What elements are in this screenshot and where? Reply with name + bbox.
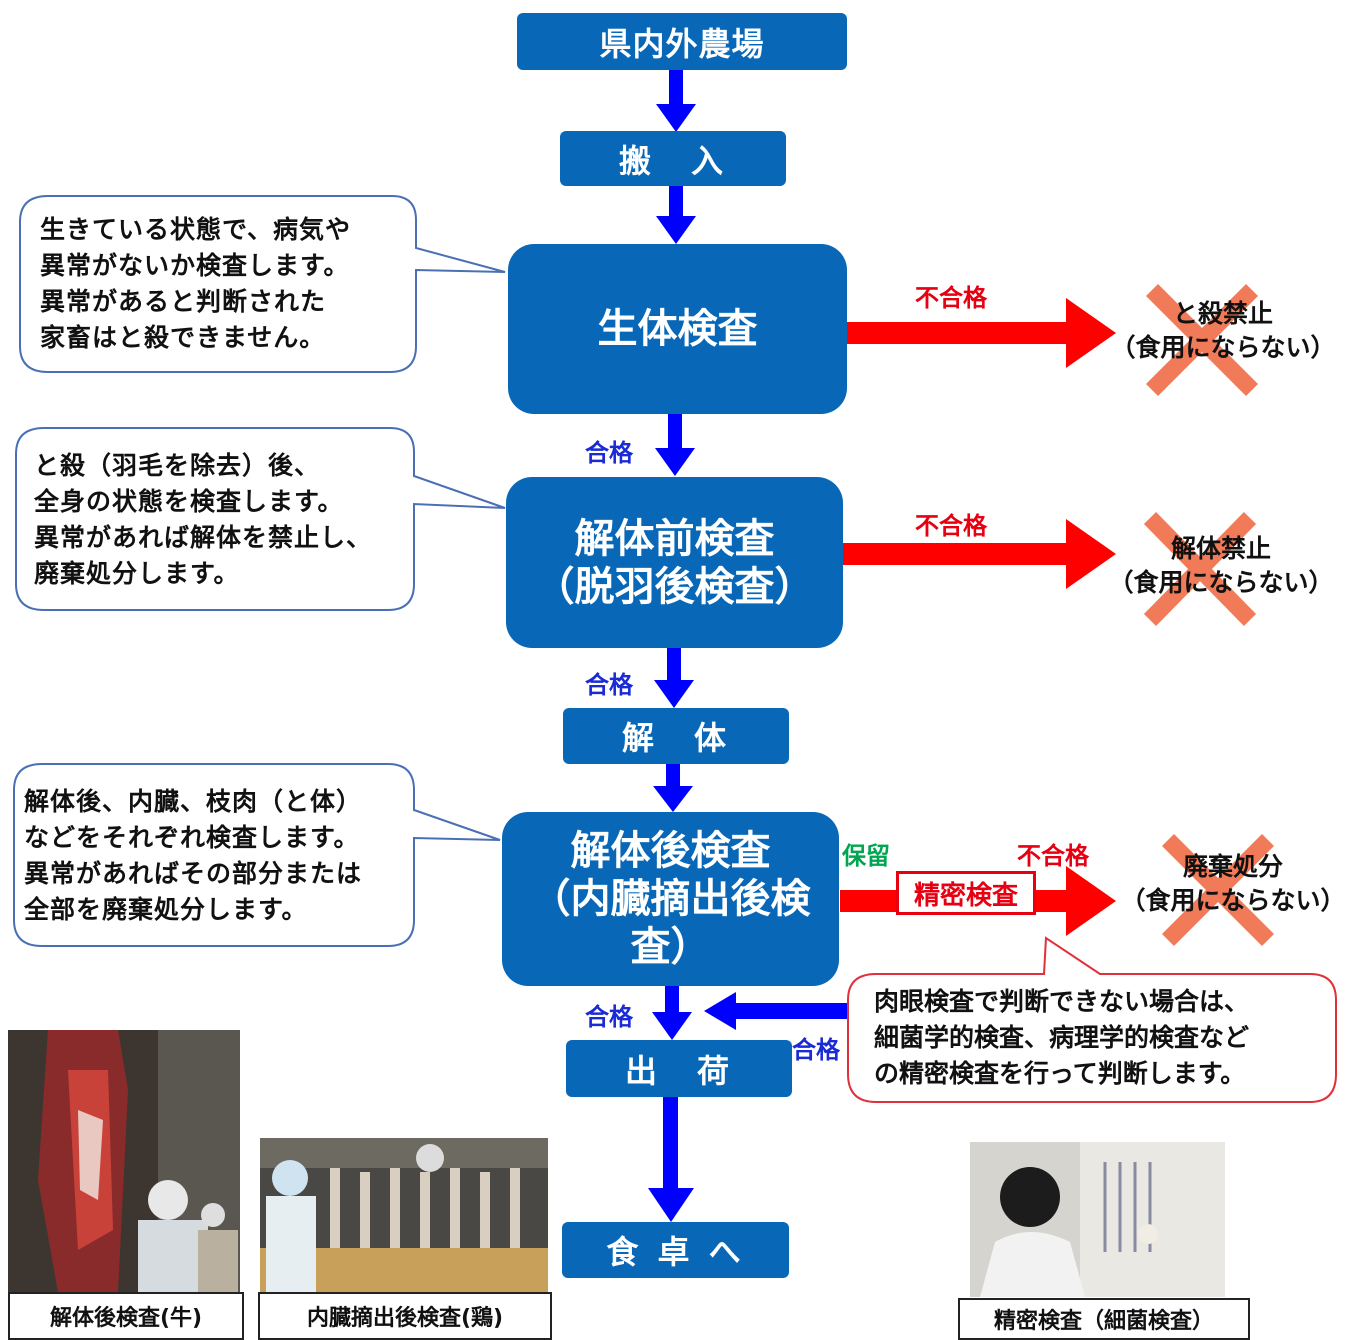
- photo-cattle-caption: 解体後検査(牛): [8, 1292, 244, 1340]
- bubble-2-shape: [15, 427, 506, 611]
- bubble-1-text: 生きている状態で、病気や 異常がないか検査します。 異常があると判断された 家畜…: [40, 215, 352, 352]
- x-mark-1: [1145, 283, 1259, 397]
- post-dressing-line2: （内臓摘出後検査）: [530, 876, 811, 970]
- result-3: 廃棄処分 （食用にならない）: [1108, 850, 1358, 918]
- return-arrow: [704, 992, 848, 1030]
- pre-dressing-line2: （脱羽後検査）: [534, 563, 815, 610]
- bubble-2-text: と殺（羽毛を除去）後、 全身の状態を検査します。 異常があれば解体を禁止し、 廃…: [34, 451, 373, 588]
- live-inspection-label: 生体検査: [597, 306, 758, 352]
- result-2: 解体禁止 （食用にならない）: [1096, 532, 1346, 600]
- result-3-line1: 廃棄処分: [1182, 852, 1283, 881]
- down-arrow-4: [654, 648, 694, 708]
- pass-label-2: 合格: [585, 671, 633, 699]
- dressing-box: 解 体: [563, 708, 789, 764]
- shipment-label: 出 荷: [624, 1051, 733, 1090]
- detailed-inspection-label: 精密検査: [913, 880, 1018, 911]
- transport-in-box: 搬 入: [560, 131, 786, 186]
- bubble-4-text: 肉眼検査で判断できない場合は、 細菌学的検査、病理学的検査など の精密検査を行っ…: [874, 987, 1250, 1088]
- photo-lab: [970, 1142, 1225, 1297]
- fail-label-3: 不合格: [1017, 842, 1089, 870]
- live-inspection-box: 生体検査: [508, 244, 847, 414]
- x-mark-2: [1143, 512, 1257, 626]
- down-arrow-6: [652, 986, 692, 1040]
- result-2-line2: （食用にならない）: [1108, 568, 1334, 597]
- down-arrow-7: [648, 1097, 694, 1222]
- down-arrow-1: [656, 70, 696, 132]
- fail-label-2: 不合格: [915, 512, 987, 540]
- down-arrow-2: [656, 186, 696, 244]
- transport-in-label: 搬 入: [618, 141, 727, 180]
- fail-arrow-2: [843, 519, 1116, 589]
- photo-lab-caption: 精密検査（細菌検査）: [958, 1298, 1250, 1340]
- farm-box: 県内外農場: [517, 13, 847, 70]
- pass-label-3: 合格: [585, 1003, 633, 1031]
- to-table-box: 食 卓 へ: [562, 1222, 789, 1278]
- photo-chicken-caption: 内臓摘出後検査(鶏): [258, 1292, 552, 1340]
- result-2-line1: 解体禁止: [1170, 534, 1271, 563]
- pass-label-4: 合格: [792, 1036, 840, 1064]
- photo-chicken: [260, 1138, 548, 1292]
- post-dressing-line1: 解体後検査: [570, 828, 771, 874]
- to-table-label: 食 卓 へ: [606, 1233, 745, 1271]
- fail-label-1: 不合格: [915, 284, 987, 312]
- down-arrow-3: [655, 414, 695, 476]
- dressing-label: 解 体: [621, 719, 730, 757]
- detailed-inspection-box: 精密検査: [896, 871, 1036, 915]
- photo-cattle-image: [8, 1030, 240, 1292]
- photo-lab-image: [970, 1142, 1225, 1297]
- result-1: と殺禁止 （食用にならない）: [1098, 297, 1348, 365]
- photo-chicken-image: [260, 1138, 548, 1292]
- pass-label-1: 合格: [585, 439, 633, 467]
- bubble-3-shape: [13, 763, 501, 947]
- pre-dressing-line1: 解体前検査: [574, 515, 775, 562]
- bubble-3-text: 解体後、内臓、枝肉（と体） などをそれぞれ検査します。 異常があればその部分また…: [24, 787, 363, 924]
- bubble-4-shape: [847, 936, 1337, 1103]
- farm-label: 県内外農場: [599, 24, 765, 63]
- post-dressing-box: 解体後検査 （内臓摘出後検査）: [502, 812, 839, 986]
- photo-cattle: [8, 1030, 240, 1292]
- down-arrow-5: [653, 764, 693, 812]
- result-3-line2: （食用にならない）: [1120, 886, 1346, 915]
- result-1-line2: （食用にならない）: [1110, 333, 1336, 362]
- shipment-box: 出 荷: [566, 1040, 792, 1097]
- fail-arrow-1: [847, 298, 1116, 368]
- hold-label: 保留: [842, 842, 890, 870]
- x-mark-3: [1161, 833, 1275, 947]
- pre-dressing-box: 解体前検査 （脱羽後検査）: [506, 477, 843, 648]
- bubble-1-shape: [19, 195, 506, 373]
- result-1-line1: と殺禁止: [1172, 299, 1273, 328]
